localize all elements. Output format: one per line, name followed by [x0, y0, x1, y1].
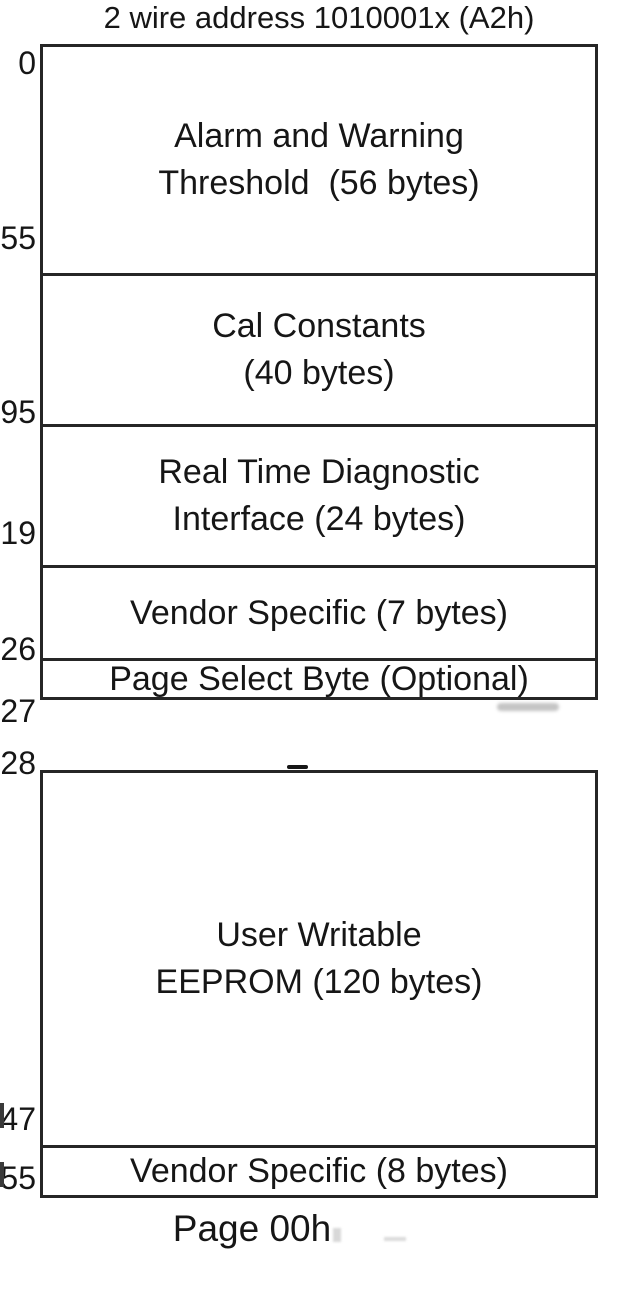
section-label: Cal Constants (40 bytes) [212, 307, 426, 392]
section-label: Vendor Specific (7 bytes) [130, 593, 508, 632]
address-label-28: 28 [0, 745, 36, 781]
section-vendor-specific-7: Vendor Specific (7 bytes) [43, 568, 595, 661]
address-label-55b: 55 [0, 1160, 36, 1196]
section-cal-constants: Cal Constants (40 bytes) [43, 276, 595, 427]
section-label: Vendor Specific (8 bytes) [130, 1152, 508, 1190]
artifact-dash [287, 765, 308, 769]
artifact-smudge [497, 703, 559, 711]
address-label-26: 26 [0, 631, 36, 667]
section-user-writable-eeprom: User Writable EEPROM (120 bytes) [43, 773, 595, 1148]
section-page-select-byte: Page Select Byte (Optional) [43, 661, 595, 697]
section-label: User Writable EEPROM (120 bytes) [155, 916, 483, 1001]
address-label-0: 0 [18, 45, 36, 81]
page-caption: Page 00h [172, 1208, 332, 1249]
address-label-27: 27 [0, 693, 36, 729]
memory-box-upper: User Writable EEPROM (120 bytes) Vendor … [40, 770, 598, 1198]
section-real-time-diagnostic: Real Time Diagnostic Interface (24 bytes… [43, 427, 595, 568]
section-label: Alarm and Warning Threshold (56 bytes) [158, 117, 480, 202]
section-label: Page Select Byte (Optional) [109, 661, 529, 697]
artifact-faint-dash [384, 1237, 406, 1241]
section-vendor-specific-8: Vendor Specific (8 bytes) [43, 1148, 595, 1195]
diagram-title: 2 wire address 1010001x (A2h) [103, 0, 535, 35]
address-label-19: 19 [0, 515, 36, 551]
address-label-95: 95 [0, 394, 36, 430]
section-alarm-warning-threshold: Alarm and Warning Threshold (56 bytes) [43, 47, 595, 276]
memory-box-lower: Alarm and Warning Threshold (56 bytes) C… [40, 44, 598, 700]
section-label: Real Time Diagnostic Interface (24 bytes… [158, 453, 480, 538]
address-label-55: 55 [0, 220, 36, 256]
address-label-47: 47 [0, 1101, 36, 1137]
